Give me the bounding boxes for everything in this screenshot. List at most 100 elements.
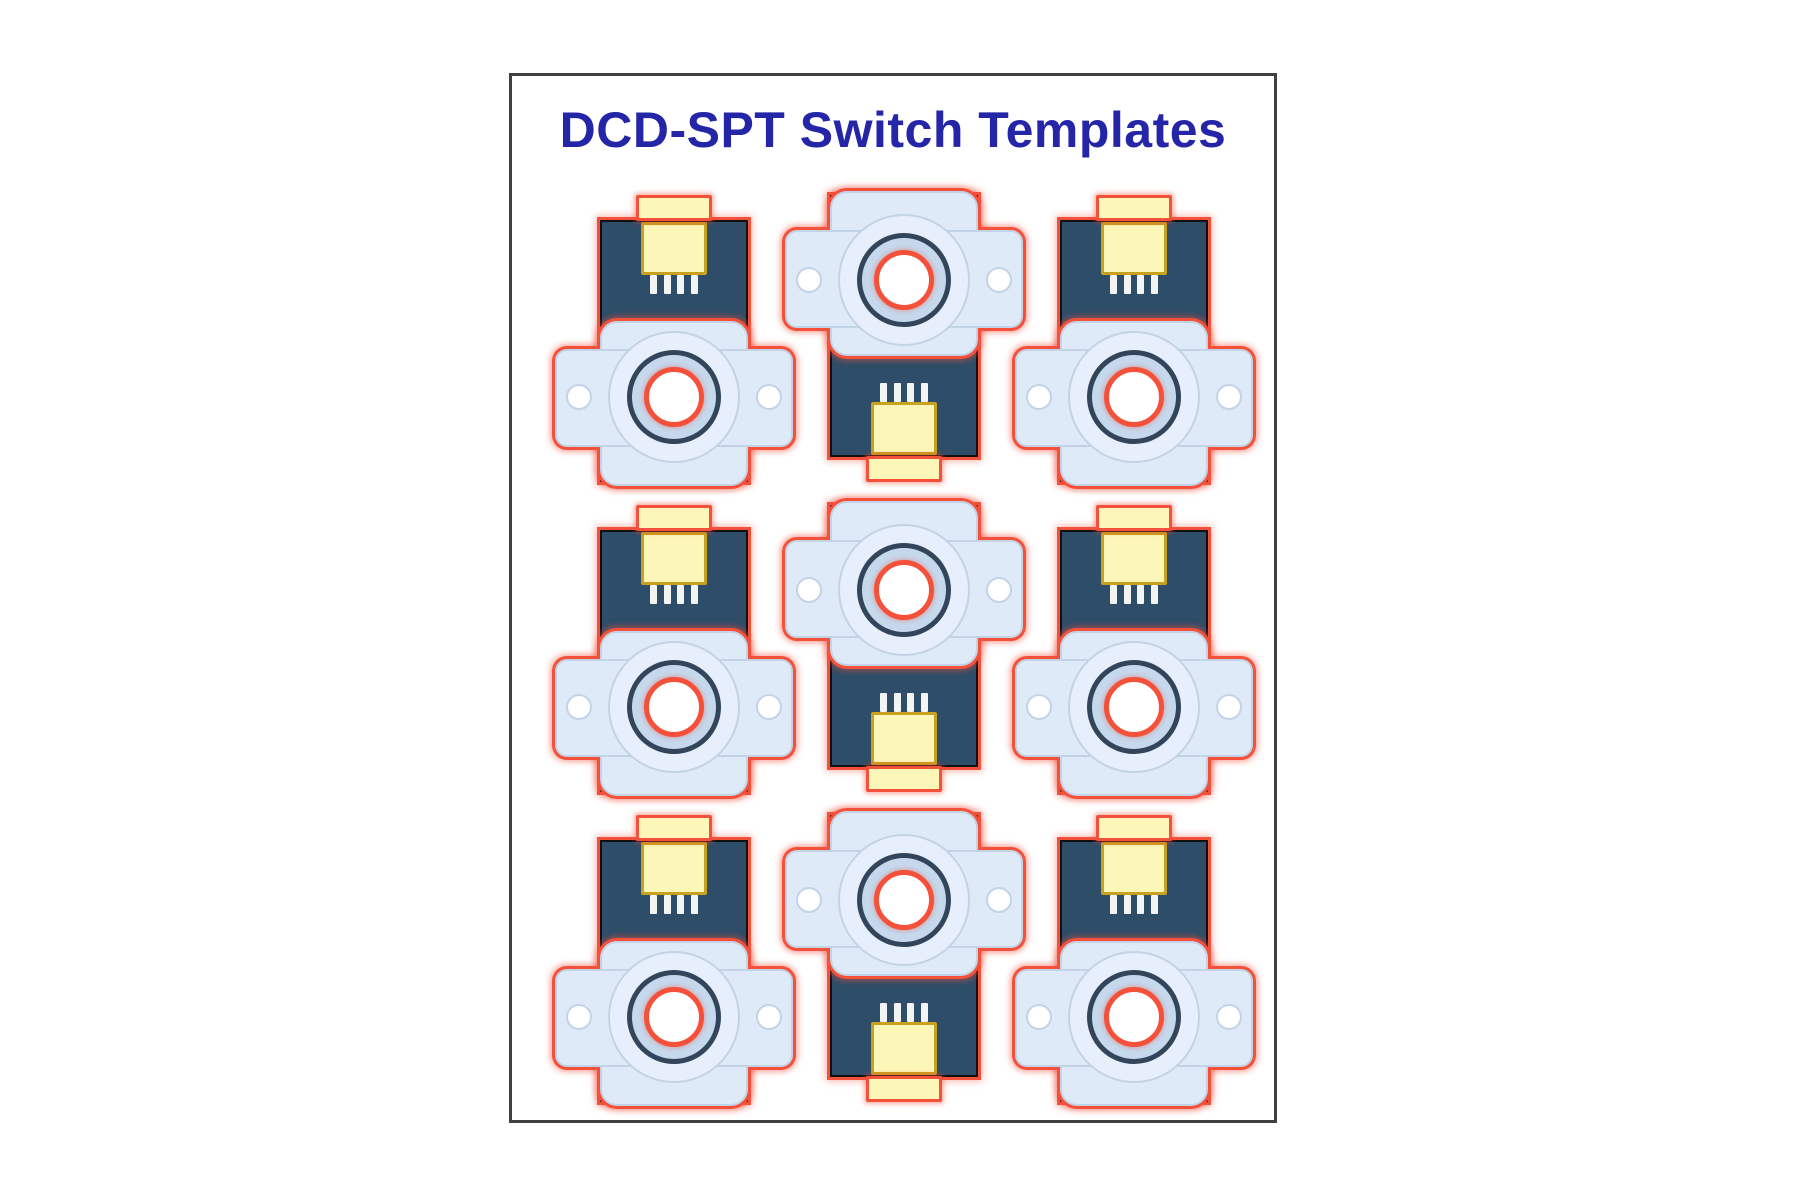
switch-template [1012,195,1256,489]
connector-pins [880,383,928,402]
connector-block [641,842,707,895]
templates-grid [512,76,1274,1120]
mounting-hole-right [1216,1004,1242,1030]
mounting-hole-left [1026,694,1052,720]
connector-pin [880,383,887,402]
connector-pin [1123,895,1131,914]
switch-template [782,498,1026,792]
connector-pin [650,895,657,914]
switch-template [1012,505,1256,799]
connector-pin [907,383,915,402]
center-hole [874,250,934,310]
center-hole [644,987,704,1047]
connector-pin [1110,895,1117,914]
connector-block [1101,842,1167,895]
connector-tab [1096,815,1172,841]
switch-template [552,195,796,489]
switch-template [552,815,796,1109]
connector-pin [677,585,685,604]
mounting-hole-right [1216,384,1242,410]
mounting-hole-left [566,694,592,720]
connector-pin [690,585,698,604]
center-hole [1104,367,1164,427]
bushing-ring [627,350,721,444]
connector-tab [866,456,942,482]
mounting-hole-right [986,267,1012,293]
connector-block [641,222,707,275]
mounting-hole-left [796,887,822,913]
mounting-hole-left [796,577,822,603]
center-hole [874,870,934,930]
template-sheet-page: DCD-SPT Switch Templates [509,73,1277,1123]
connector-pin [920,383,928,402]
connector-pin [1137,585,1145,604]
connector-tab [636,815,712,841]
connector-pin [650,275,657,294]
connector-pins [880,1003,928,1022]
connector-pins [650,585,698,604]
connector-pin [677,895,685,914]
switch-template [782,188,1026,482]
connector-pin [690,275,698,294]
connector-pin [893,383,901,402]
mounting-hole-left [1026,384,1052,410]
mounting-hole-left [1026,1004,1052,1030]
mounting-hole-right [986,887,1012,913]
connector-pin [1150,895,1158,914]
mounting-hole-left [566,1004,592,1030]
switch-template [782,808,1026,1102]
center-hole [644,367,704,427]
connector-tab [1096,505,1172,531]
switch-template [1012,815,1256,1109]
connector-block [871,402,937,455]
connector-pin [663,895,671,914]
center-hole [874,560,934,620]
connector-block [871,712,937,765]
connector-pin [1137,275,1145,294]
connector-tab [636,195,712,221]
center-hole [1104,987,1164,1047]
connector-tab [1096,195,1172,221]
connector-tab [636,505,712,531]
connector-pin [1150,585,1158,604]
center-hole [1104,677,1164,737]
connector-tab [866,1076,942,1102]
connector-pins [880,693,928,712]
connector-block [871,1022,937,1075]
connector-pin [893,1003,901,1022]
connector-pin [1150,275,1158,294]
connector-block [1101,222,1167,275]
connector-pin [880,1003,887,1022]
connector-tab [866,766,942,792]
mounting-hole-right [756,384,782,410]
connector-pin [1137,895,1145,914]
mounting-hole-right [986,577,1012,603]
mounting-hole-right [756,1004,782,1030]
connector-pin [920,693,928,712]
connector-pin [677,275,685,294]
connector-pin [907,1003,915,1022]
connector-pin [650,585,657,604]
connector-pin [1110,275,1117,294]
connector-pin [1123,275,1131,294]
connector-pins [650,275,698,294]
connector-pin [663,275,671,294]
mounting-hole-left [566,384,592,410]
connector-pin [663,585,671,604]
center-hole [644,677,704,737]
connector-pins [1110,585,1158,604]
connector-block [1101,532,1167,585]
connector-pin [1123,585,1131,604]
connector-pins [1110,275,1158,294]
connector-pin [690,895,698,914]
connector-pin [880,693,887,712]
connector-pin [920,1003,928,1022]
bushing-ring [1087,970,1181,1064]
connector-pin [893,693,901,712]
connector-pin [907,693,915,712]
connector-pins [1110,895,1158,914]
switch-template [552,505,796,799]
connector-pins [650,895,698,914]
connector-pin [1110,585,1117,604]
